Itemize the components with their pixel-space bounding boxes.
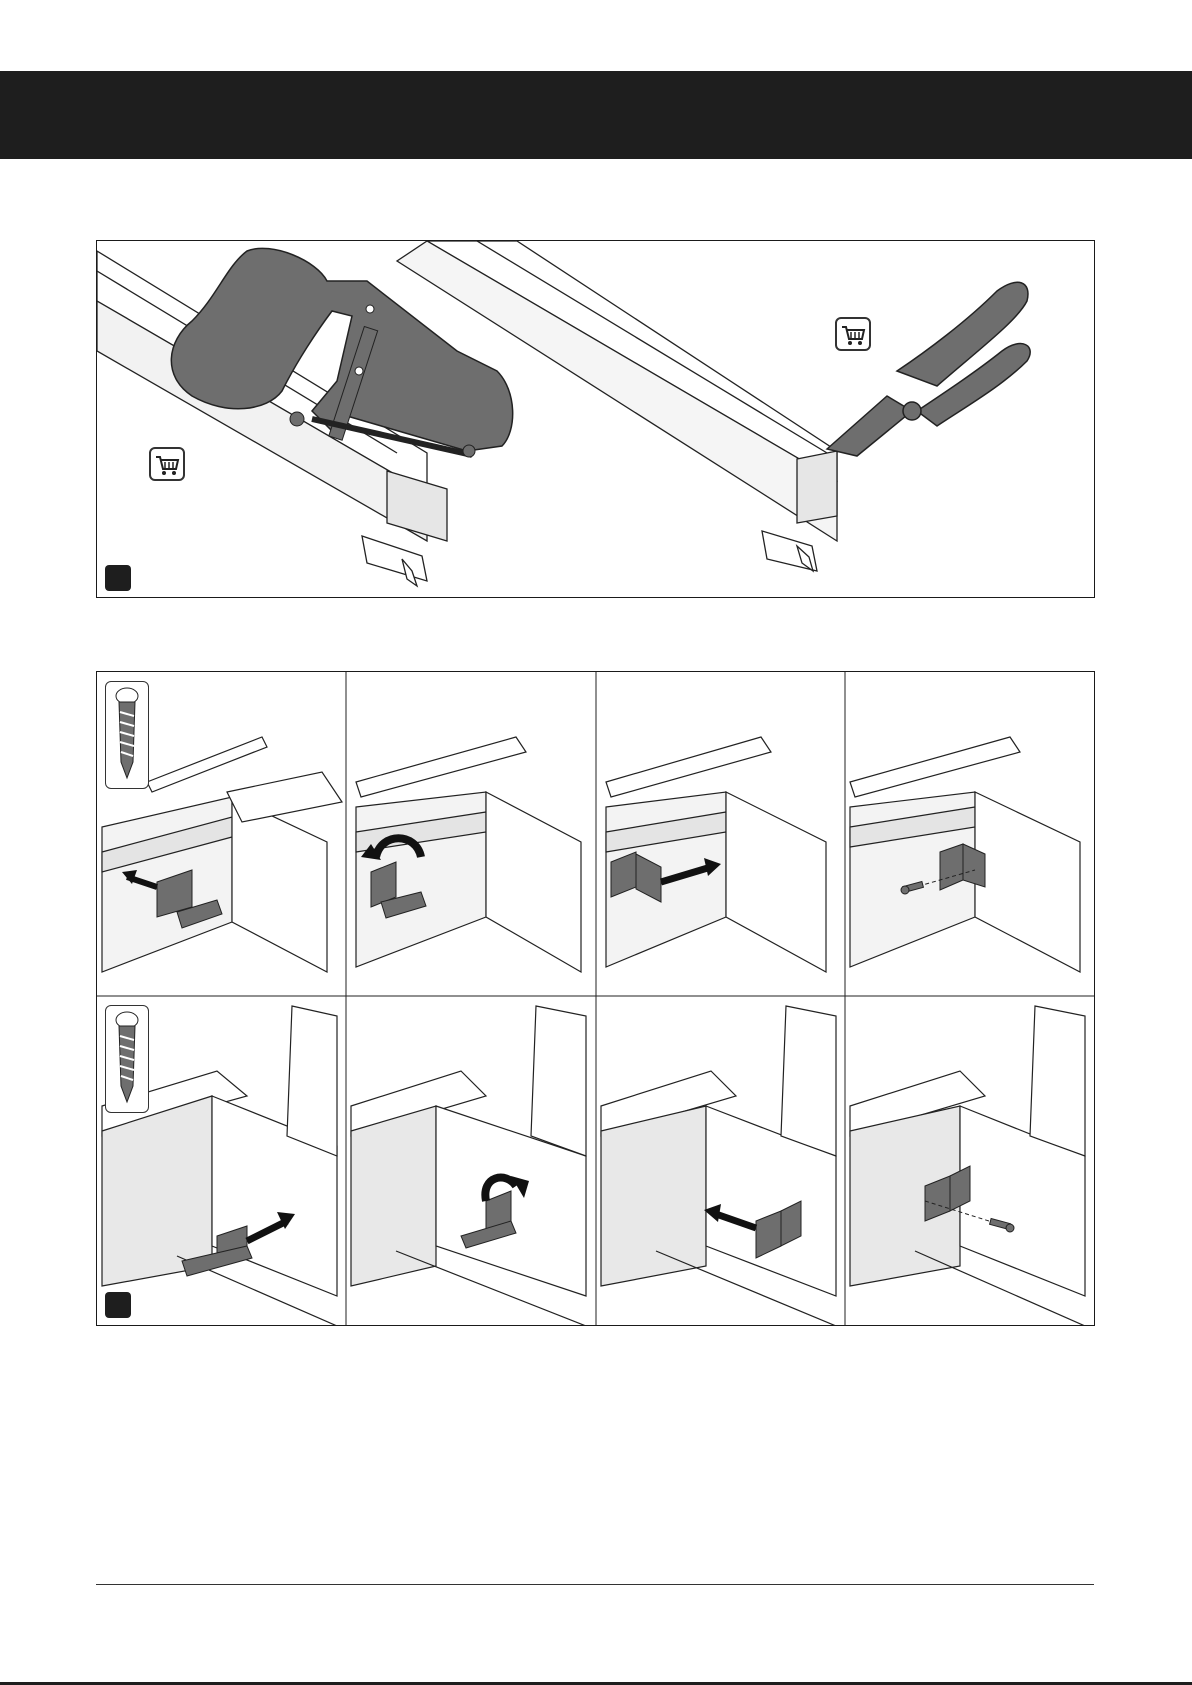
assembly-cell-r2c4 [845, 996, 1095, 1326]
screw-icon [105, 1005, 149, 1113]
step-number-badge [105, 1292, 131, 1318]
shopping-cart-icon [835, 317, 871, 351]
shopping-cart-icon [149, 447, 185, 481]
step-number-badge [105, 565, 131, 591]
step-2-panel [96, 671, 1095, 1326]
header-band [0, 71, 1192, 159]
footer-divider [96, 1584, 1094, 1585]
assembly-cell-r2c2 [346, 996, 596, 1326]
cutting-illustration [97, 241, 1095, 598]
assembly-cell-r1c1 [97, 672, 346, 996]
assembly-cell-r1c2 [346, 672, 596, 996]
assembly-cell-r1c4 [845, 672, 1095, 996]
step-1-panel [96, 240, 1095, 598]
assembly-cell-r2c1 [97, 996, 346, 1326]
pliers-icon [827, 282, 1030, 456]
assembly-cell-r1c3 [596, 672, 845, 996]
assembly-cell-r2c3 [596, 996, 845, 1326]
screw-icon [105, 681, 149, 789]
